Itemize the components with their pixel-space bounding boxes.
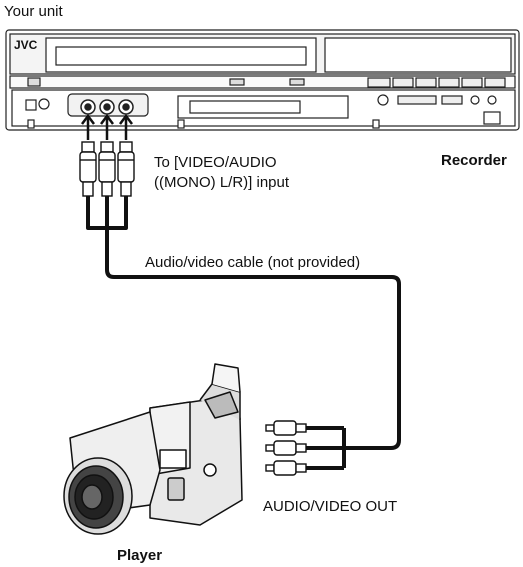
connection-arrows — [81, 113, 133, 140]
input-label-line1: To [VIDEO/AUDIO — [154, 154, 277, 171]
recorder-unit — [5, 29, 520, 131]
recorder-label: Recorder — [441, 152, 507, 169]
player-label: Player — [117, 547, 163, 564]
cable-label: Audio/video cable (not provided) — [145, 254, 361, 271]
camcorder-icon — [63, 363, 243, 535]
av-cable — [86, 196, 401, 470]
av-out-label: AUDIO/VIDEO OUT — [263, 498, 398, 515]
input-label-line2: ((MONO) L/R)] input — [154, 174, 290, 191]
your-unit-label: Your unit — [4, 3, 63, 20]
player-side-plugs — [265, 420, 307, 476]
recorder-brand: JVC — [14, 38, 38, 52]
recorder-side-plugs — [79, 141, 135, 197]
recorder-input-jacks — [80, 99, 134, 115]
